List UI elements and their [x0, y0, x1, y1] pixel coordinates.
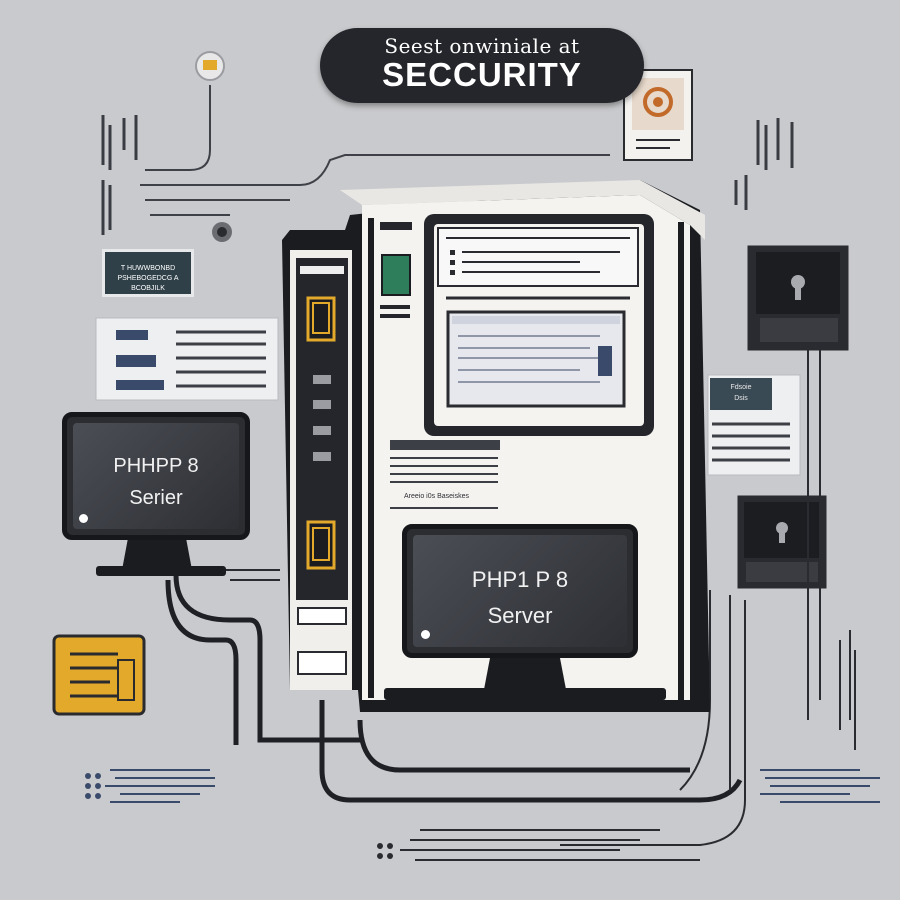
left-monitor-line-1: PHHPP 8: [113, 455, 199, 477]
power-led-icon: [79, 514, 88, 523]
center-caption: Areeio i0s Baseiskes: [404, 493, 469, 500]
right-panel-label-line-2: Dsis: [734, 395, 748, 402]
title-line-1: Seest onwiniale at: [384, 34, 580, 58]
left-monitor-line-2: Serier: [129, 487, 183, 509]
center-monitor-screen: [413, 535, 627, 647]
center-monitor: PHP1 P 8 Server: [402, 524, 638, 658]
center-monitor-line-1: PHP1 P 8: [471, 567, 569, 592]
power-led-icon: [421, 630, 430, 639]
badge-line-2: PSHEBOGEDCG A: [117, 275, 179, 282]
badge-line-3: BCOBJILK: [131, 285, 165, 292]
right-panel-label: Fdsoie Dsis: [712, 382, 770, 404]
center-monitor-line-2: Server: [487, 603, 553, 628]
left-monitor-screen: [73, 423, 239, 529]
title-line-2: SECCURITY: [382, 56, 582, 93]
left-monitor: PHHPP 8 Serier: [62, 412, 250, 540]
badge-line-1: T HUWWBONBD: [120, 265, 176, 272]
info-badge: T HUWWBONBD PSHEBOGEDCG A BCOBJILK: [102, 249, 194, 297]
title-banner: Seest onwiniale at SECCURITY: [320, 28, 644, 103]
right-panel-label-line-1: Fdsoie: [730, 384, 752, 391]
